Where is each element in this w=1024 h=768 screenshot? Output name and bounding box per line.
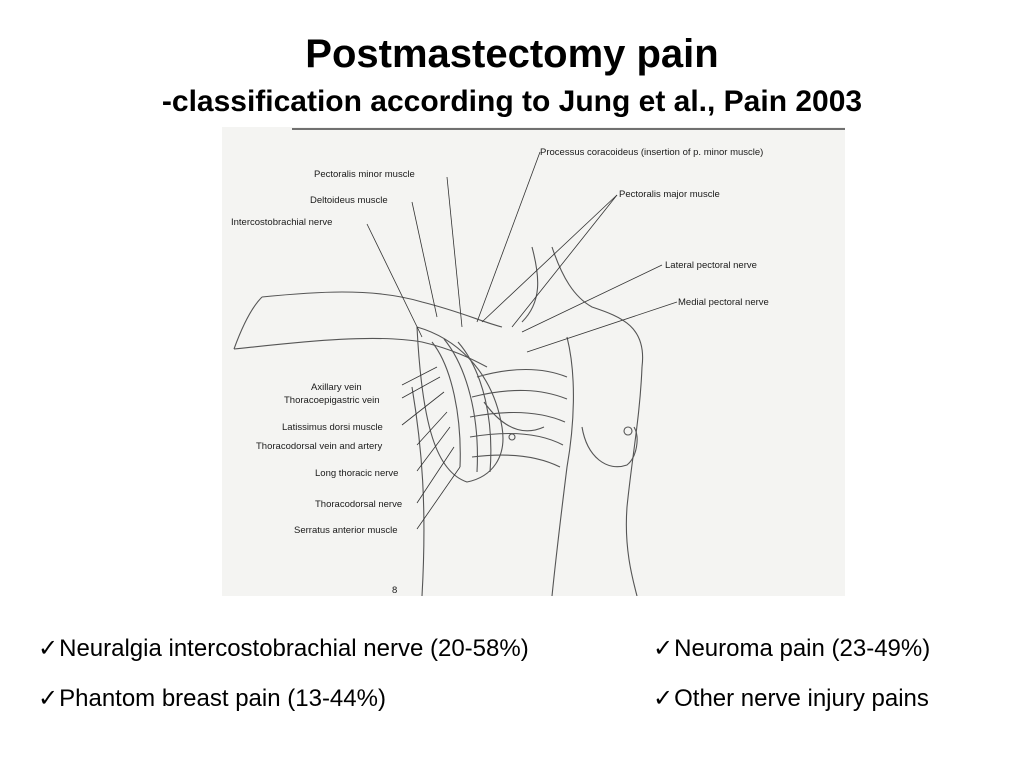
label-processus-coracoideus: Processus coracoideus (insertion of p. m… bbox=[540, 147, 763, 158]
body-outline bbox=[233, 246, 644, 596]
bullet-phantom-breast-pain: ✓Phantom breast pain (13-44%) bbox=[38, 684, 386, 714]
bullet-text: Neuralgia intercostobrachial nerve (20-5… bbox=[59, 635, 529, 662]
check-icon: ✓ bbox=[38, 685, 59, 712]
label-deltoideus: Deltoideus muscle bbox=[310, 195, 388, 206]
page-mark: 8 bbox=[392, 585, 397, 596]
check-icon: ✓ bbox=[38, 635, 59, 662]
bullet-text: Phantom breast pain (13-44%) bbox=[59, 685, 386, 712]
bullet-text: Neuroma pain (23-49%) bbox=[674, 635, 931, 662]
label-axillary-vein: Axillary vein bbox=[311, 382, 362, 393]
label-long-thoracic: Long thoracic nerve bbox=[315, 468, 398, 479]
slide-title: Postmastectomy pain bbox=[305, 32, 719, 76]
label-lateral-pectoral: Lateral pectoral nerve bbox=[665, 260, 757, 271]
label-thoracoepigastric: Thoracoepigastric vein bbox=[284, 395, 380, 406]
label-thoracodorsal-vein: Thoracodorsal vein and artery bbox=[256, 441, 382, 452]
label-serratus: Serratus anterior muscle bbox=[294, 525, 397, 536]
label-pectoralis-major: Pectoralis major muscle bbox=[619, 189, 720, 200]
label-pectoralis-minor: Pectoralis minor muscle bbox=[314, 169, 415, 180]
slide-subtitle: -classification according to Jung et al.… bbox=[161, 85, 863, 118]
label-medial-pectoral: Medial pectoral nerve bbox=[678, 297, 769, 308]
anatomy-illustration: Processus coracoideus (insertion of p. m… bbox=[222, 127, 845, 596]
check-icon: ✓ bbox=[653, 635, 674, 662]
bullet-neuralgia: ✓Neuralgia intercostobrachial nerve (20-… bbox=[38, 634, 529, 664]
label-latissimus: Latissimus dorsi muscle bbox=[282, 422, 383, 433]
bullet-text: Other nerve injury pains bbox=[674, 685, 929, 712]
leader-lines bbox=[366, 151, 678, 530]
label-intercostobrachial: Intercostobrachial nerve bbox=[231, 217, 332, 228]
bullet-other-nerve-injury: ✓Other nerve injury pains bbox=[653, 684, 929, 714]
label-thoracodorsal-nerve: Thoracodorsal nerve bbox=[315, 499, 402, 510]
check-icon: ✓ bbox=[653, 685, 674, 712]
bullet-neuroma-pain: ✓Neuroma pain (23-49%) bbox=[653, 634, 930, 664]
